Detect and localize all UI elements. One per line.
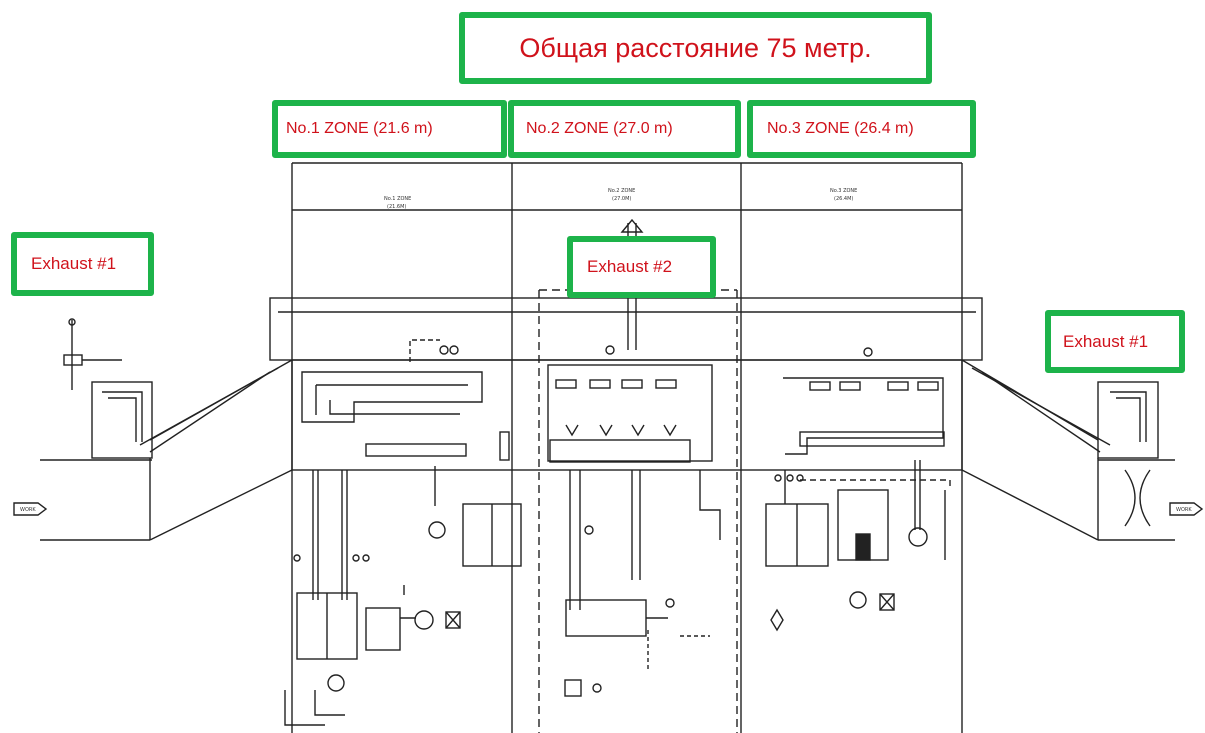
total-distance-callout: Общая расстояние 75 метр. <box>459 12 932 84</box>
total-distance-text: Общая расстояние 75 метр. <box>519 32 872 63</box>
exhaust-1-right-label: Exhaust #1 <box>1063 331 1149 351</box>
left-exhaust-hood <box>91 381 153 459</box>
svg-text:No.1 ZONE: No.1 ZONE <box>384 196 411 202</box>
zone-3-callout: No.3 ZONE (26.4 m) <box>747 100 976 158</box>
zone-3-label: No.3 ZONE (26.4 m) <box>767 120 914 137</box>
oven-body <box>291 359 963 471</box>
svg-text:No.2 ZONE: No.2 ZONE <box>608 188 635 194</box>
svg-text:WORK: WORK <box>20 507 36 513</box>
zone2-dashed-enclosure <box>538 289 738 733</box>
exhaust-2-callout: Exhaust #2 <box>567 236 716 298</box>
exhaust-1-right-callout: Exhaust #1 <box>1045 310 1185 373</box>
svg-text:(26.4M): (26.4M) <box>834 196 853 202</box>
exhaust-1-left-label: Exhaust #1 <box>31 254 117 273</box>
svg-text:(21.6M): (21.6M) <box>387 204 406 210</box>
svg-text:WORK: WORK <box>1176 507 1192 513</box>
zone2-burner-unit <box>565 599 647 637</box>
zone-2-label: No.2 ZONE (27.0 m) <box>526 120 673 137</box>
svg-text:(27.0M): (27.0M) <box>612 196 631 202</box>
work-in-arrow <box>13 502 48 516</box>
exhaust-1-left-callout: Exhaust #1 <box>11 232 154 296</box>
zone-1-label: No.1 ZONE (21.6 m) <box>286 120 433 137</box>
zone-1-callout: No.1 ZONE (21.6 m) <box>272 100 507 158</box>
work-out-arrow <box>1169 502 1204 516</box>
zone-2-callout: No.2 ZONE (27.0 m) <box>508 100 741 158</box>
upper-duct <box>269 297 983 361</box>
exhaust-2-label: Exhaust #2 <box>587 257 673 276</box>
right-exhaust-hood <box>1097 381 1159 459</box>
svg-text:No.3 ZONE: No.3 ZONE <box>830 188 857 194</box>
